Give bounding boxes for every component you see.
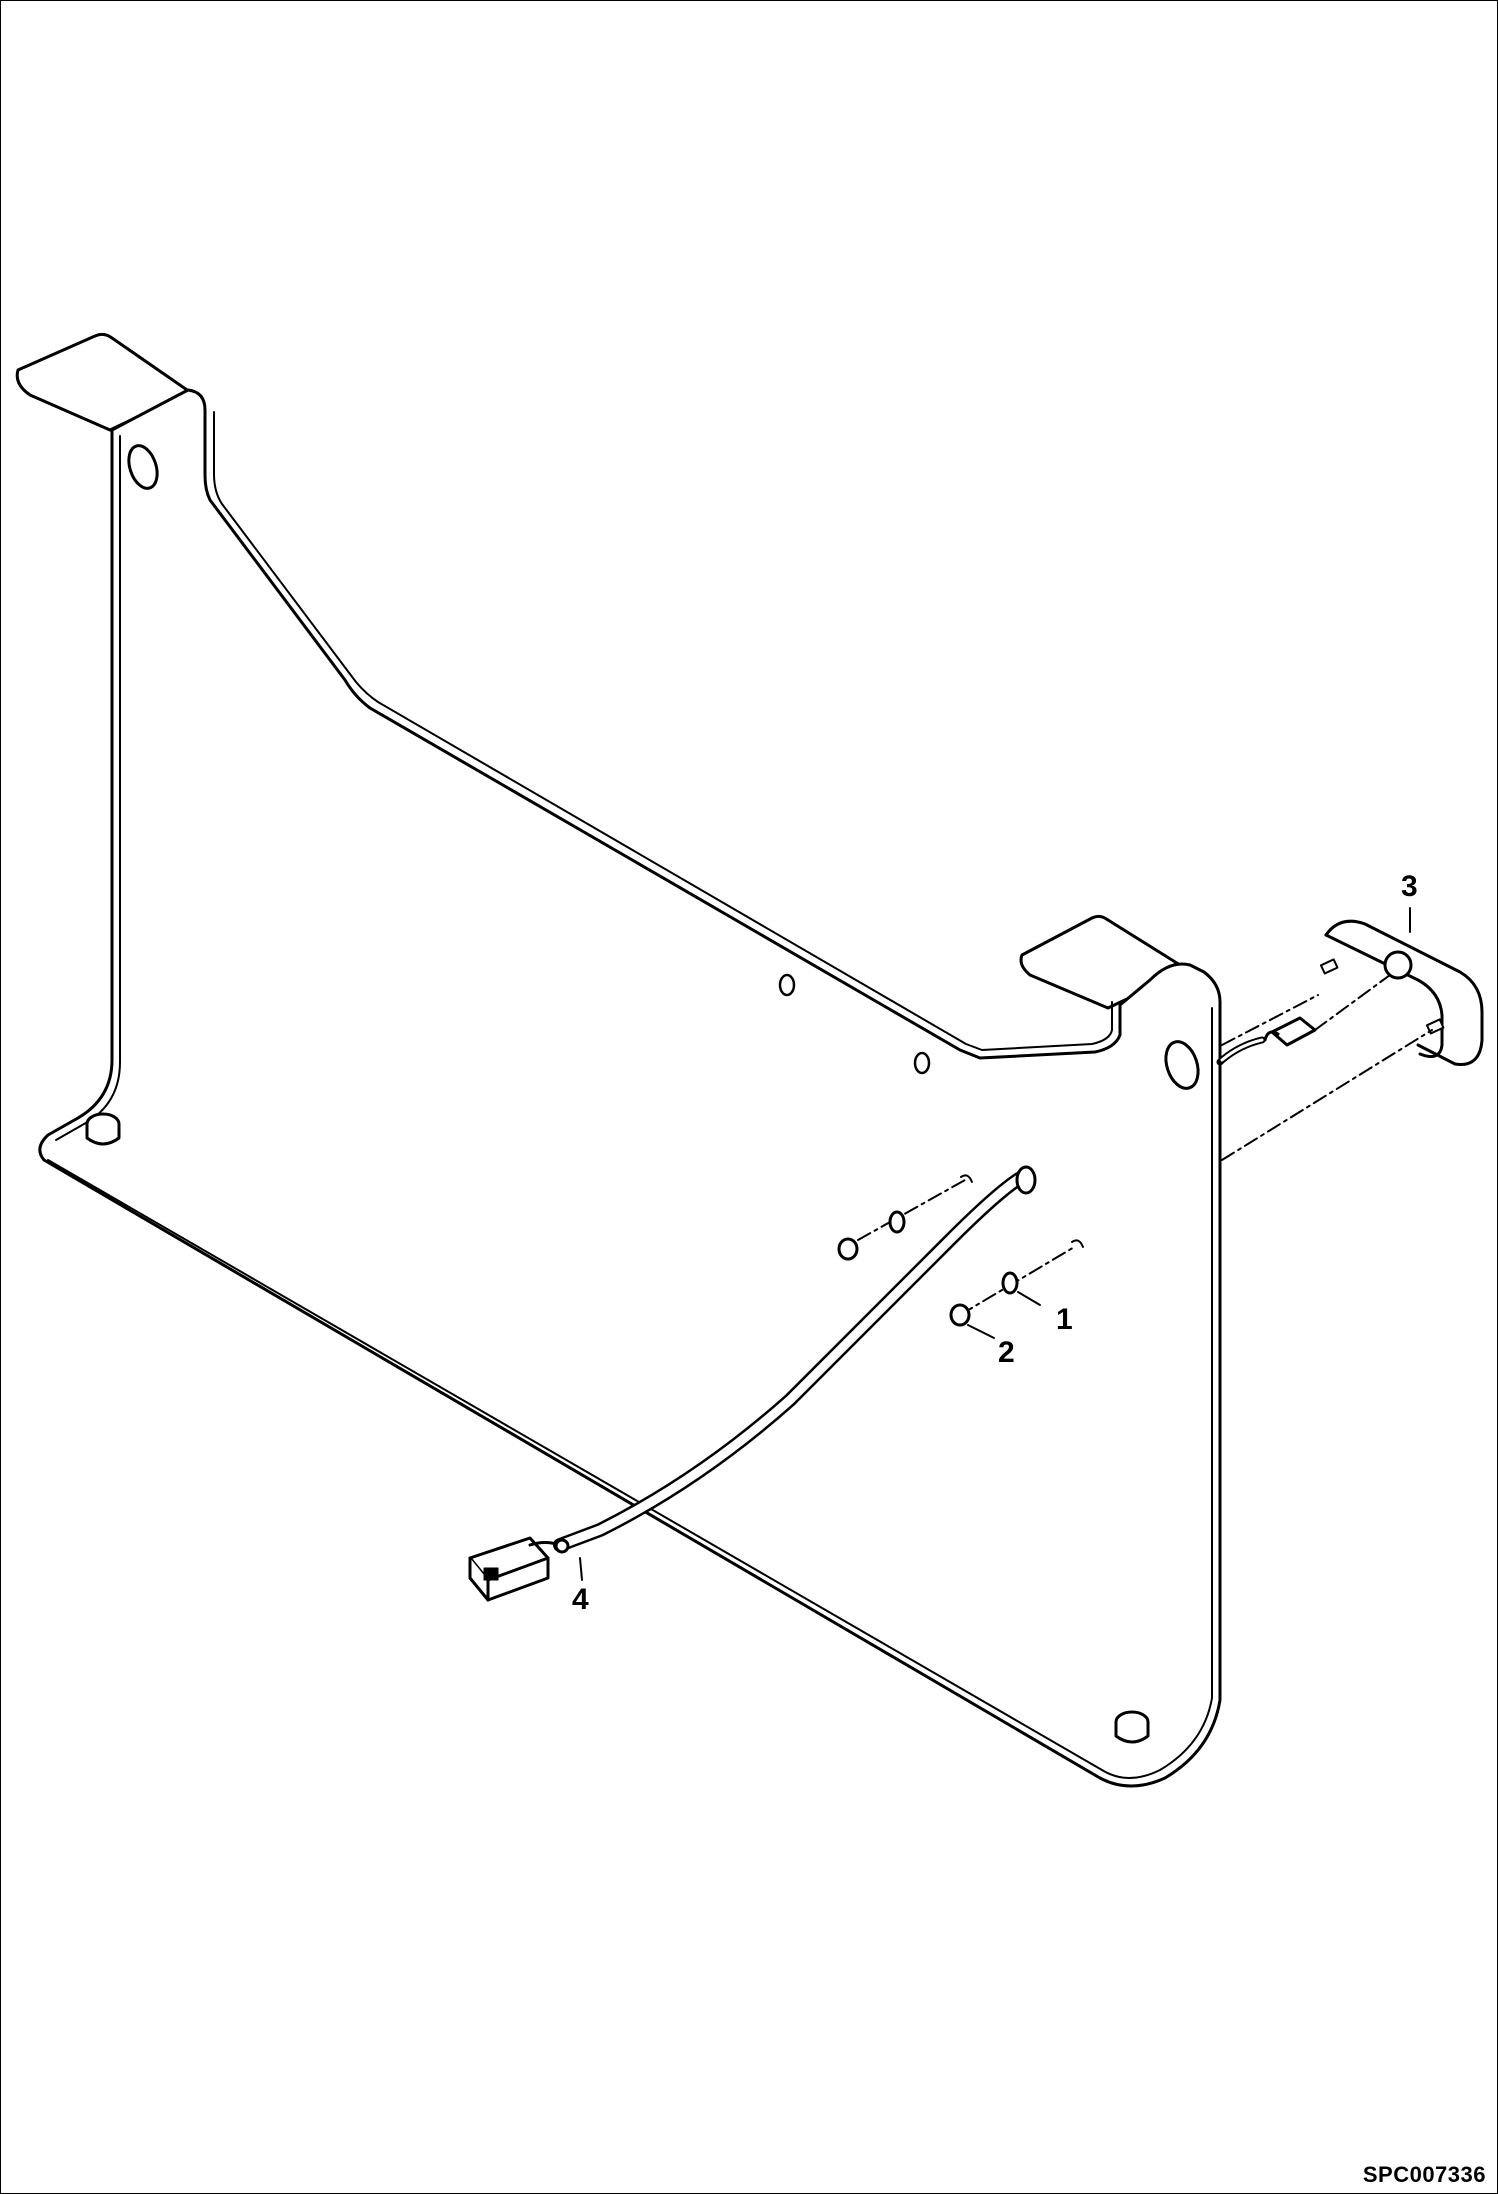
harness-connector <box>468 1536 570 1602</box>
harness-grommet <box>1015 1165 1037 1195</box>
lamp-housing <box>1324 919 1484 1066</box>
callout-item-4: 4 <box>572 1583 589 1616</box>
bracket-plate-outline <box>38 388 1222 1788</box>
washer-item-1 <box>1001 1271 1019 1295</box>
callout-item-3: 3 <box>1401 870 1418 903</box>
leader-item-4 <box>579 1557 583 1581</box>
bracket-small-hole-2 <box>913 1051 931 1075</box>
hardware-stack-upper <box>837 1174 973 1261</box>
bracket-plate-edge <box>47 411 1213 1779</box>
callout-item-2: 2 <box>998 1336 1015 1369</box>
washer-upper <box>888 1210 906 1234</box>
document-code: SPC007336 <box>1362 2162 1486 2187</box>
lamp-socket <box>1383 950 1413 980</box>
bracket-stud-left <box>85 1112 121 1146</box>
bracket-stud-bottom <box>1114 1710 1150 1744</box>
leader-item-2 <box>967 1324 995 1339</box>
lamp-assembly-item-3 <box>1216 907 1484 1161</box>
callout-item-1: 1 <box>1056 1303 1073 1336</box>
bracket-small-hole-1 <box>778 973 796 997</box>
leader-item-1 <box>1017 1291 1041 1306</box>
hardware-stack-lower <box>949 1239 1084 1339</box>
nut-item-2 <box>949 1303 971 1327</box>
lamp-connector <box>1270 1016 1317 1047</box>
lamp-pin-upper <box>1319 958 1339 975</box>
bracket-hole-top-left <box>127 444 159 490</box>
bracket-hole-top-right <box>1164 1040 1200 1090</box>
mounting-bracket <box>15 332 1222 1788</box>
wiring-harness-item-4 <box>468 1165 1037 1602</box>
nut-upper <box>837 1237 859 1261</box>
